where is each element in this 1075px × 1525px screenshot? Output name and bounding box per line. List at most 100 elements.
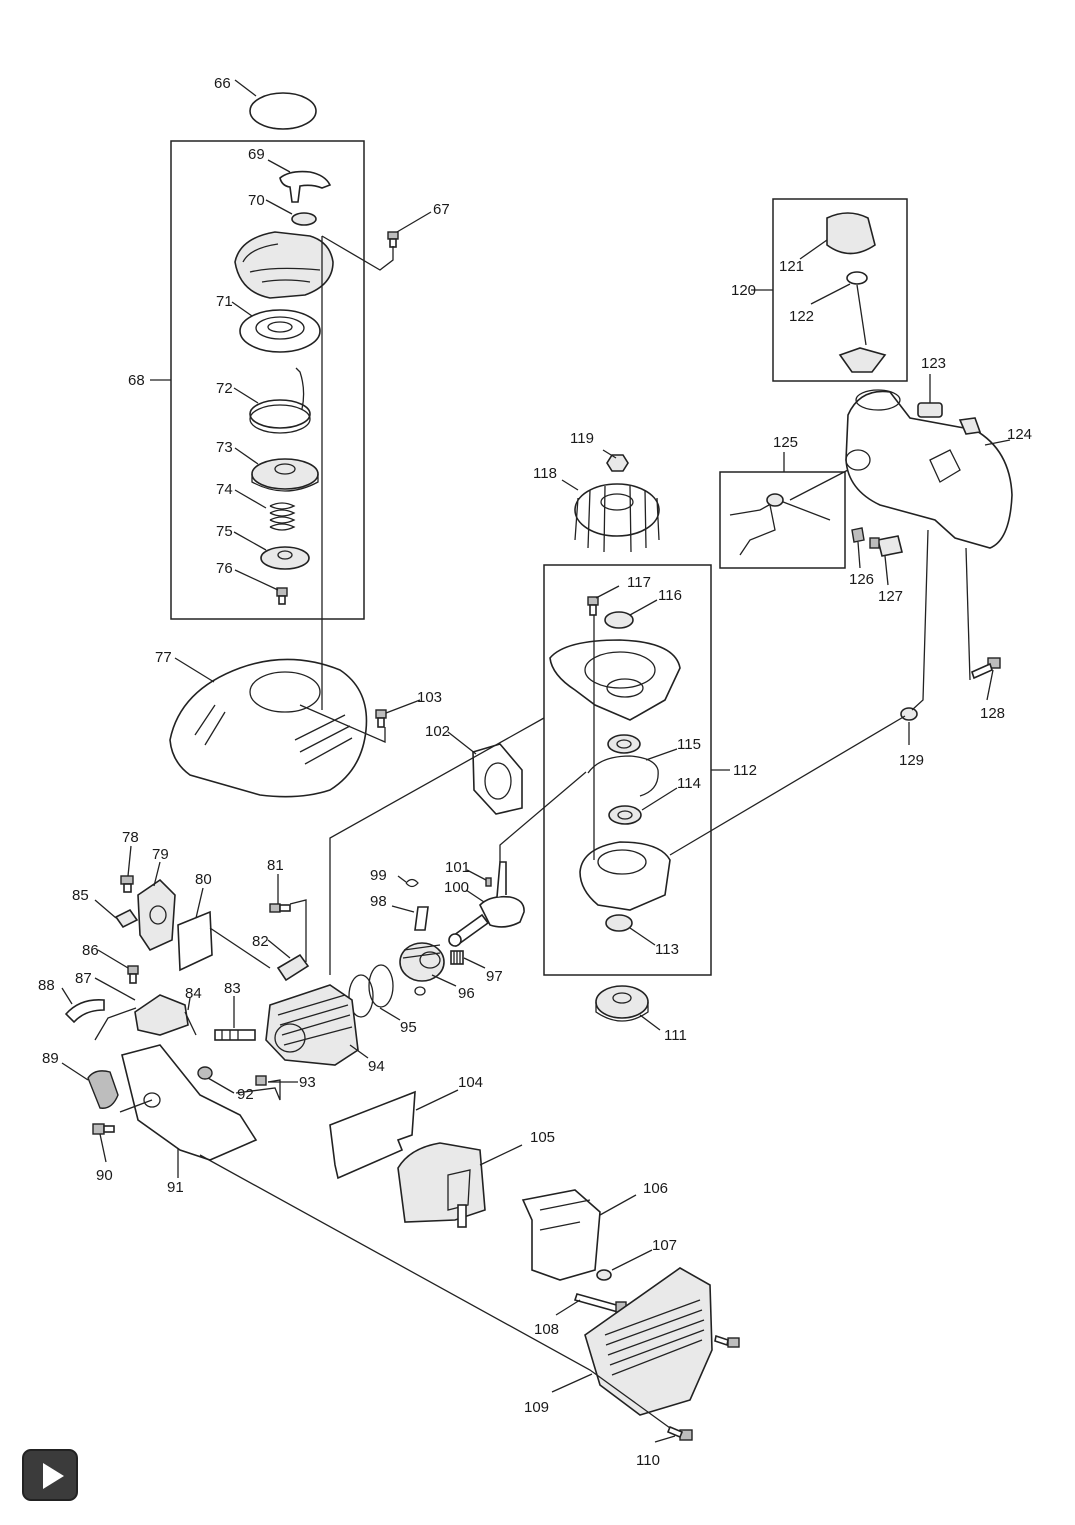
part-108-bolt — [573, 1293, 627, 1313]
part-105-muffler — [397, 1142, 486, 1228]
label-107: 107 — [652, 1237, 677, 1254]
part-70-washer — [291, 212, 317, 226]
label-124: 124 — [1007, 426, 1032, 443]
part-106-heat-shield — [521, 1189, 601, 1281]
label-118: 118 — [533, 465, 557, 482]
part-76-screw — [276, 587, 288, 605]
label-111: 111 — [664, 1027, 687, 1044]
label-112: 112 — [733, 762, 757, 779]
label-127: 127 — [878, 588, 903, 605]
label-120: 120 — [731, 282, 756, 299]
label-79: 79 — [152, 846, 169, 863]
label-99: 99 — [370, 867, 387, 884]
label-80: 80 — [195, 871, 212, 888]
label-97: 97 — [486, 968, 503, 985]
part-122-fuel-filter — [838, 271, 887, 373]
part-90-screw — [92, 1123, 115, 1135]
label-103: 103 — [417, 689, 442, 706]
label-117: 117 — [627, 574, 651, 591]
part-67-screw — [387, 231, 399, 248]
label-96: 96 — [458, 985, 475, 1002]
label-121: 121 — [779, 258, 804, 275]
part-109-muffler-cover — [584, 1267, 713, 1416]
part-78-screw — [120, 875, 134, 893]
part-93-nut — [255, 1075, 267, 1086]
label-125: 125 — [773, 434, 798, 451]
label-113: 113 — [655, 941, 679, 958]
part-80-gasket — [177, 910, 213, 972]
label-74: 74 — [216, 481, 233, 498]
part-82-insulator — [276, 953, 310, 982]
part-83-spark-plug — [214, 1029, 256, 1041]
label-115: 115 — [677, 736, 701, 753]
label-100: 100 — [444, 879, 469, 896]
part-102-gasket — [472, 743, 523, 815]
leader-lines — [61, 79, 1011, 1443]
label-89: 89 — [42, 1050, 59, 1067]
part-75-ratchet — [260, 546, 310, 570]
part-73-reel — [251, 458, 319, 492]
label-104: 104 — [458, 1074, 483, 1091]
label-68: 68 — [128, 372, 145, 389]
label-83: 83 — [224, 980, 241, 997]
label-129: 129 — [899, 752, 924, 769]
label-77: 77 — [155, 649, 172, 666]
part-118-flywheel-fan — [574, 483, 660, 553]
label-108: 108 — [534, 1321, 559, 1338]
part-screw-side — [714, 1334, 740, 1348]
part-126-clip — [851, 527, 865, 543]
label-70: 70 — [248, 192, 265, 209]
part-bearing-upper — [607, 734, 641, 754]
label-105: 105 — [530, 1129, 555, 1146]
label-76: 76 — [216, 560, 233, 577]
part-129-washer — [900, 707, 918, 721]
label-88: 88 — [38, 977, 55, 994]
part-77-engine-cover — [169, 658, 368, 798]
part-crankcase-half-upper — [549, 639, 681, 721]
label-86: 86 — [82, 942, 99, 959]
part-94-cylinder — [265, 984, 359, 1066]
label-109: 109 — [524, 1399, 549, 1416]
label-71: 71 — [216, 293, 233, 310]
label-87: 87 — [75, 970, 92, 987]
label-122: 122 — [789, 308, 814, 325]
part-66-badge — [249, 92, 317, 130]
fuel-line-group-box — [719, 471, 846, 569]
label-128: 128 — [980, 705, 1005, 722]
label-66: 66 — [214, 75, 231, 92]
part-95-piston-rings — [348, 964, 394, 1018]
label-85: 85 — [72, 887, 89, 904]
part-128-screw — [971, 657, 1001, 680]
label-75: 75 — [216, 523, 233, 540]
part-starter-housing — [234, 231, 334, 299]
label-82: 82 — [252, 933, 269, 950]
part-92-grommet — [197, 1066, 213, 1080]
label-119: 119 — [570, 430, 594, 447]
label-72: 72 — [216, 380, 233, 397]
label-78: 78 — [122, 829, 139, 846]
part-100-crankshaft — [448, 861, 525, 948]
recoil-starter-group-box — [170, 140, 365, 620]
label-106: 106 — [643, 1180, 668, 1197]
label-123: 123 — [921, 355, 946, 372]
part-81-screw — [269, 903, 291, 913]
play-button[interactable] — [22, 1449, 78, 1501]
part-101-key — [485, 877, 492, 887]
part-96-clip — [414, 986, 426, 996]
label-95: 95 — [400, 1019, 417, 1036]
part-116-oil-seal — [604, 611, 634, 629]
part-97-needle-bearing — [450, 950, 464, 965]
part-107-washer — [596, 1269, 612, 1281]
label-67: 67 — [433, 201, 450, 218]
label-90: 90 — [96, 1167, 113, 1184]
part-104-muffler-gasket — [329, 1090, 416, 1180]
part-98-piston-pin — [414, 906, 429, 931]
part-121-fuel-cap — [826, 212, 876, 255]
part-88-plug-boot — [64, 998, 105, 1024]
part-103-screw — [375, 709, 387, 728]
part-number-labels: 66 67 68 69 70 71 72 73 74 75 76 77 78 7… — [38, 75, 1032, 1469]
label-98: 98 — [370, 893, 387, 910]
label-102: 102 — [425, 723, 450, 740]
label-84: 84 — [185, 985, 202, 1002]
